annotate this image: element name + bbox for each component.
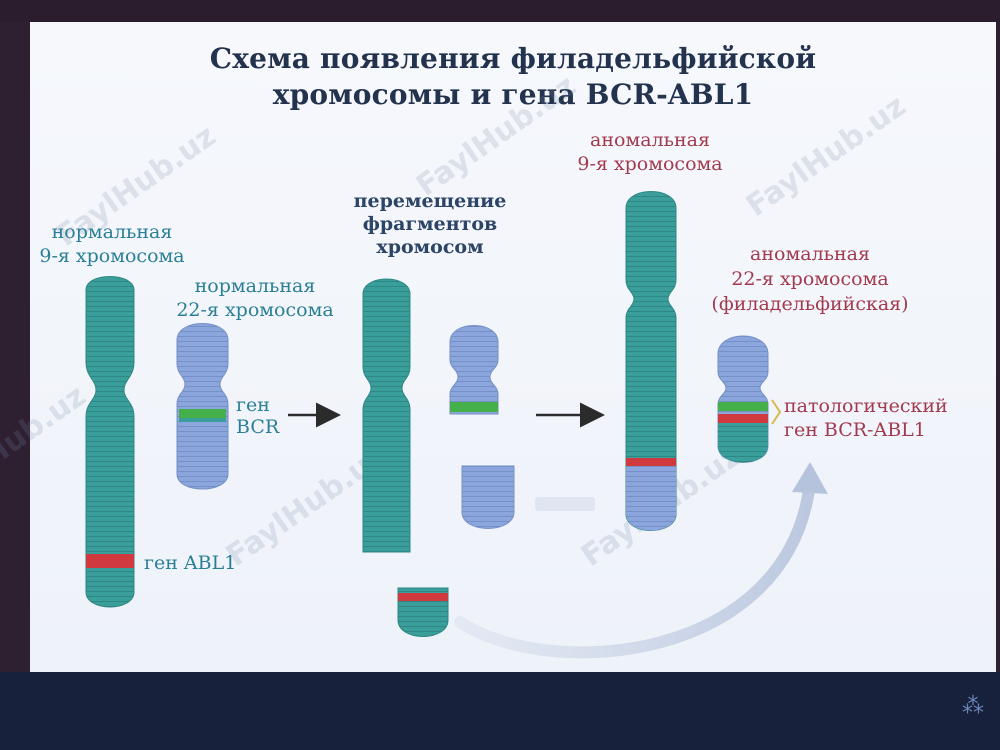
fusion-marker: [771, 399, 782, 425]
movement-arc: [454, 476, 816, 659]
label-normal-22: нормальная 22-я хромосома: [176, 275, 334, 321]
corner-ornament-icon: ⁂: [962, 694, 984, 719]
faded-arrow: [535, 497, 595, 511]
normal-chromosome-9: [85, 276, 135, 608]
label-pathological-gene: патологический ген BCR-ABL1: [784, 395, 948, 441]
abl1-fragment: [397, 587, 449, 637]
label-translocation: перемещение фрагментов хромосом: [353, 190, 507, 258]
chromosome-22-fragment: [461, 465, 515, 529]
label-normal-9: нормальная 9-я хромосома: [39, 221, 185, 267]
label-abnormal-9: аномальная 9-я хромосома: [577, 129, 723, 175]
translocation-diagram: [85, 191, 828, 659]
normal-chromosome-22: [176, 323, 229, 490]
title-line-1: Схема появления филадельфийской: [209, 42, 817, 75]
philadelphia-chromosome: [717, 335, 782, 463]
broken-chromosome-22: [449, 325, 499, 415]
slide-panel: Схема появления филадельфийской хромосом…: [0, 22, 996, 672]
top-strip: [0, 0, 1000, 22]
broken-chromosome-9: [362, 278, 411, 553]
movement-arc-head: [792, 462, 828, 494]
bottom-band: ⁂: [0, 672, 1000, 750]
gene-bcr-band: [179, 409, 226, 418]
gene-abl1-band: [86, 554, 134, 568]
label-gene-bcr: ген BCR: [236, 394, 280, 438]
abnormal-chromosome-9: [625, 191, 677, 531]
label-gene-abl1: ген ABL1: [144, 552, 237, 574]
label-philadelphia: аномальная 22-я хромосома (филадельфийск…: [711, 243, 909, 315]
title-line-2: хромосомы и гена BCR-ABL1: [272, 78, 754, 111]
